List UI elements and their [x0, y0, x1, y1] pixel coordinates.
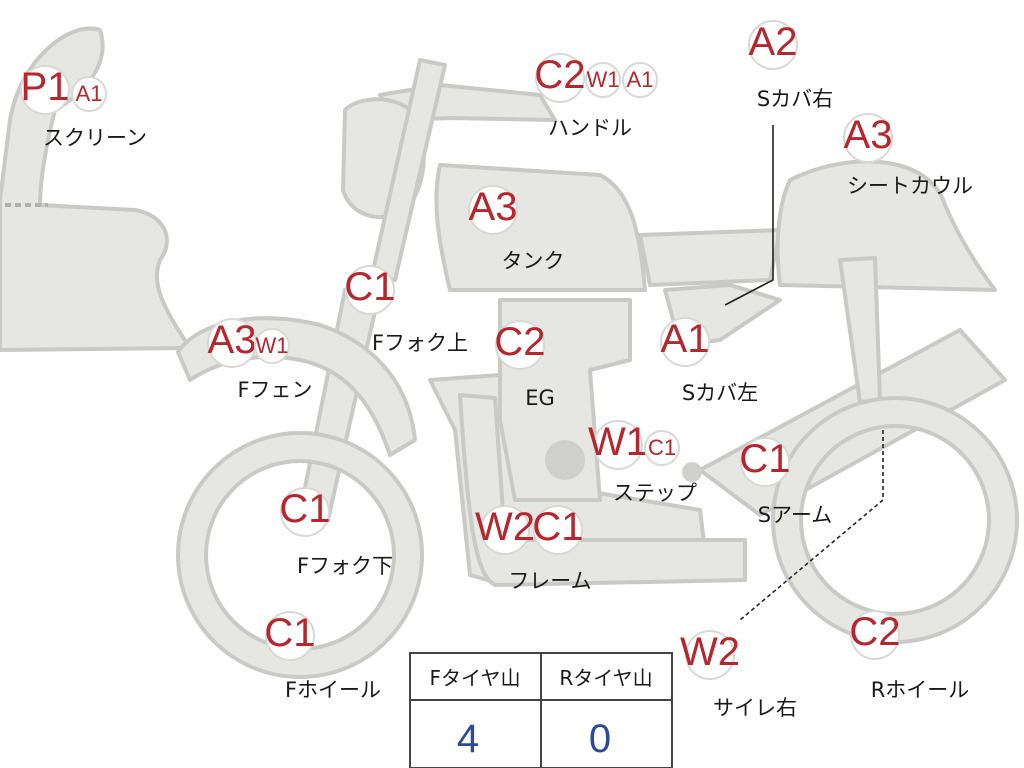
part-name: Fフェン — [237, 378, 312, 402]
part-name: Sアーム — [758, 503, 832, 527]
code-label: A3 — [469, 185, 518, 229]
code-label: W1 — [256, 333, 289, 358]
code-label: W1 — [588, 420, 648, 464]
code-badge — [20, 65, 70, 115]
label-muffler-r: W2 サイレ右 — [680, 630, 797, 720]
code-badge — [468, 185, 518, 235]
code-label: A2 — [749, 20, 798, 64]
code-label: A1 — [661, 317, 710, 361]
code-badge — [254, 328, 290, 364]
part-name: フレーム — [508, 569, 591, 593]
code-label: A1 — [627, 67, 654, 92]
code-label: W2 — [680, 630, 740, 674]
code-badge — [685, 630, 735, 680]
front-tread-value: 4 — [457, 717, 479, 761]
part-name: Fホイール — [285, 678, 381, 702]
part-name: スクリーン — [43, 126, 147, 150]
code-badge — [265, 611, 315, 661]
part-name: サイレ右 — [713, 696, 797, 720]
tire-tread-table: Fタイヤ山 Rタイヤ山 4 0 — [409, 652, 673, 768]
part-name: ステップ — [613, 481, 697, 505]
code-label: C1 — [264, 611, 315, 655]
code-label: A1 — [76, 81, 103, 106]
part-name: Sカバ左 — [682, 381, 758, 405]
muffler-r-leader — [739, 430, 884, 621]
engine-detail — [545, 440, 585, 480]
code-badge — [622, 62, 658, 98]
code-badge — [843, 113, 893, 163]
front-tread-header: Fタイヤ山 — [430, 666, 521, 690]
code-badge — [495, 320, 545, 370]
leader-lines — [724, 125, 884, 621]
code-label: C1 — [344, 265, 395, 309]
part-name: Fフォク上 — [372, 331, 468, 355]
part-name: Rホイール — [871, 678, 970, 702]
code-badge — [71, 76, 107, 112]
rear-shock-shape — [838, 256, 882, 404]
code-badge — [660, 317, 710, 367]
label-tank: A3 タンク — [468, 185, 565, 273]
code-label: A3 — [844, 113, 893, 157]
part-name: EG — [525, 386, 555, 410]
part-name: Fフォク下 — [297, 554, 393, 578]
rear-tread-header: Rタイヤ山 — [559, 666, 652, 690]
code-badge — [585, 62, 621, 98]
fork-upper-shape — [370, 58, 447, 282]
code-label: A3 — [208, 318, 257, 362]
code-badge — [748, 20, 798, 70]
part-name: シートカウル — [847, 174, 973, 198]
code-badge — [533, 505, 583, 555]
frame-shape-lower — [458, 393, 747, 587]
step-peg — [682, 462, 702, 482]
code-badge — [740, 437, 790, 487]
code-label: W2 — [475, 505, 535, 549]
rear-tread-value: 0 — [589, 717, 611, 761]
code-label: C1 — [648, 435, 676, 460]
code-badge — [280, 487, 330, 537]
part-name: タンク — [502, 249, 565, 273]
label-seatcowl: A3 シートカウル — [843, 113, 973, 198]
code-badge — [345, 265, 395, 315]
code-label: C1 — [739, 437, 790, 481]
code-label: W1 — [587, 67, 620, 92]
seat-shape — [638, 228, 782, 287]
code-badge — [850, 610, 900, 660]
code-badge — [593, 420, 643, 470]
part-name: ハンドル — [548, 116, 632, 140]
code-label: P1 — [21, 65, 70, 109]
code-label: C1 — [532, 505, 583, 549]
code-badge — [480, 505, 530, 555]
code-label: C2 — [534, 53, 585, 97]
code-label: C1 — [279, 487, 330, 531]
code-label: C2 — [494, 320, 545, 364]
code-badge — [644, 430, 680, 466]
scover-r-leader — [724, 125, 774, 306]
code-badge — [535, 53, 585, 103]
code-label: C2 — [849, 610, 900, 654]
part-name: Sカバ右 — [757, 87, 833, 111]
